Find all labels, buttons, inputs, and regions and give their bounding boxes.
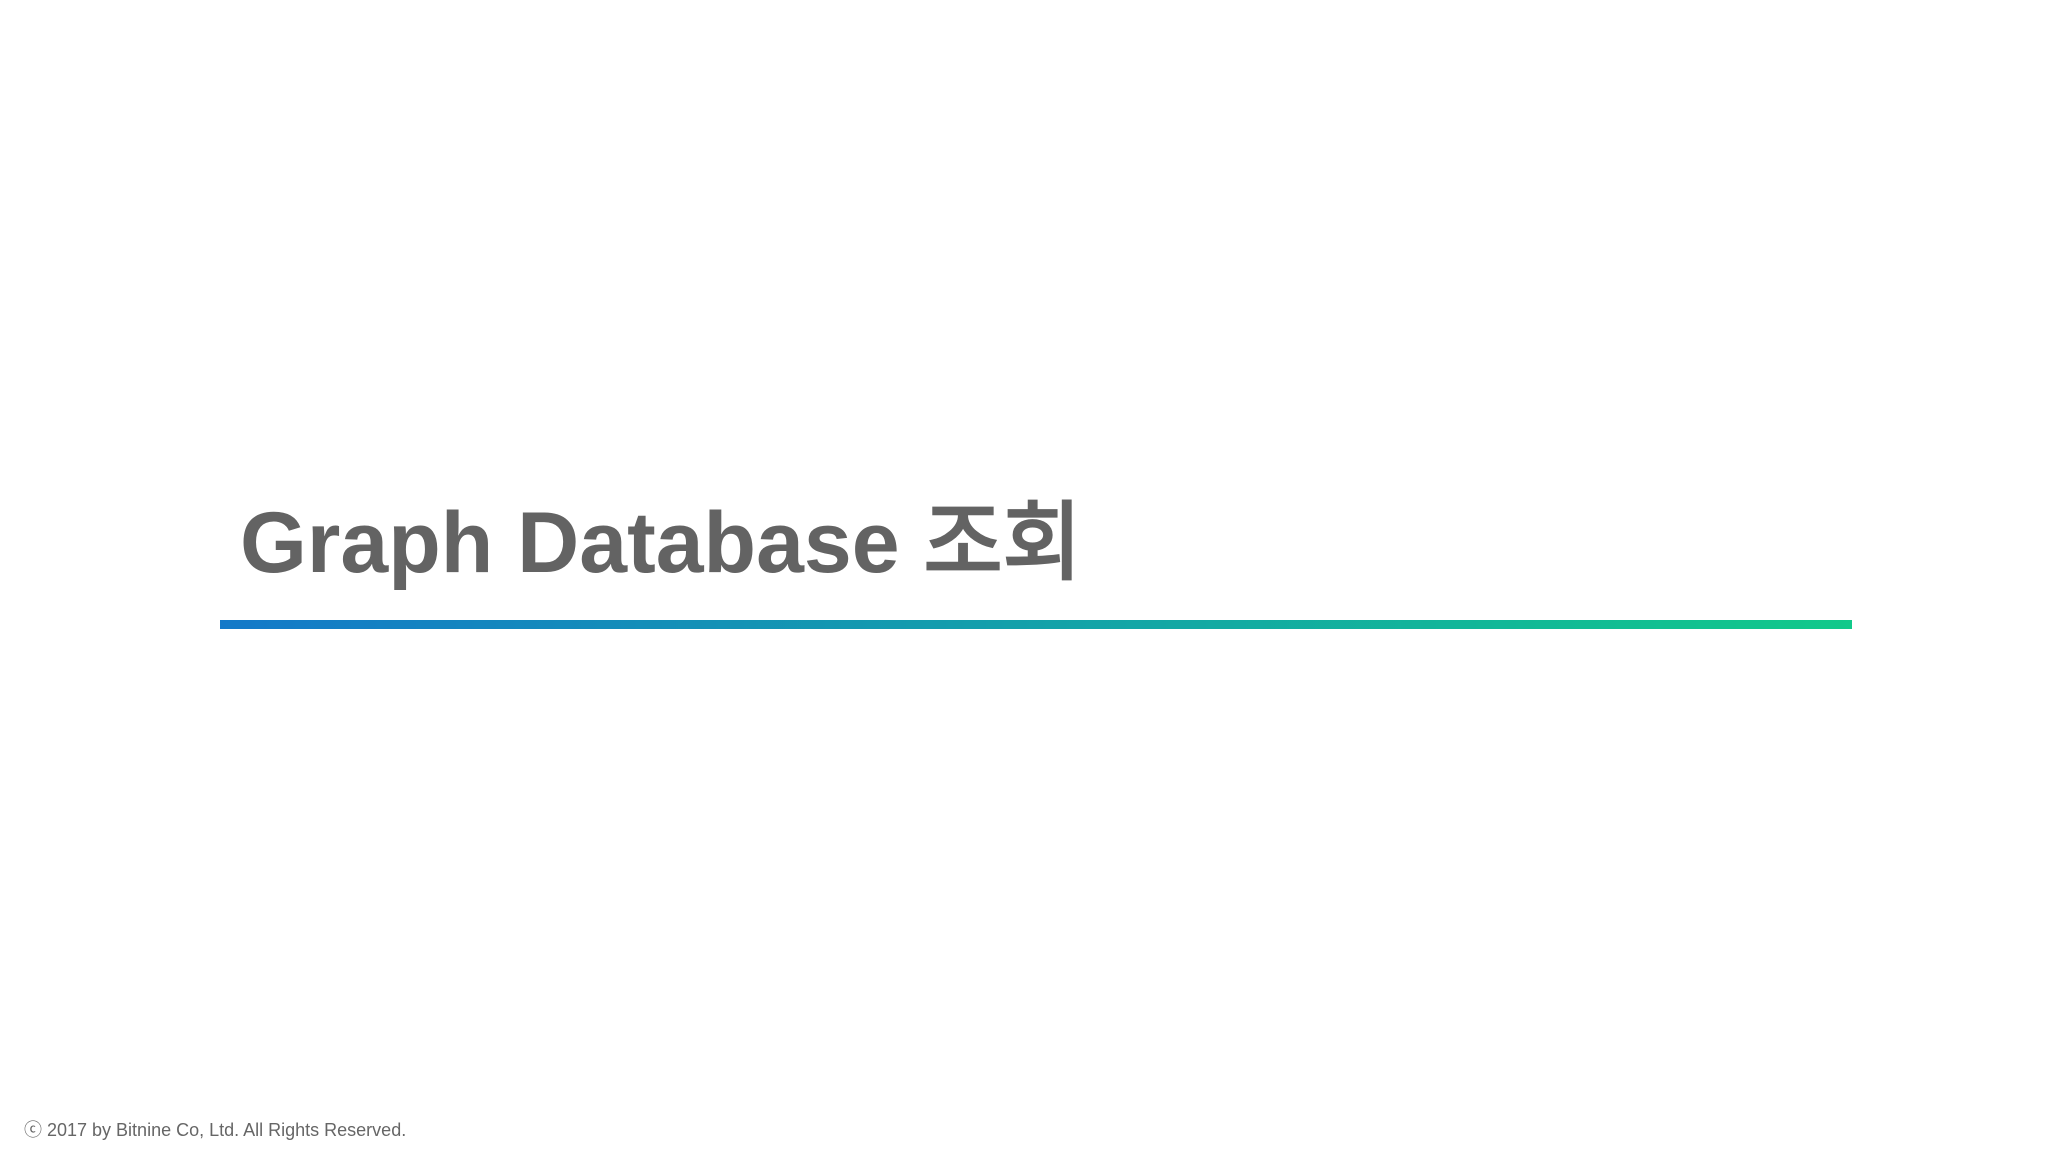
copyright-footer: ⓒ 2017 by Bitnine Co, Ltd. All Rights Re… bbox=[24, 1120, 407, 1140]
title-underline-gradient bbox=[220, 620, 1852, 629]
slide-title: Graph Database 조회 bbox=[240, 495, 1082, 591]
